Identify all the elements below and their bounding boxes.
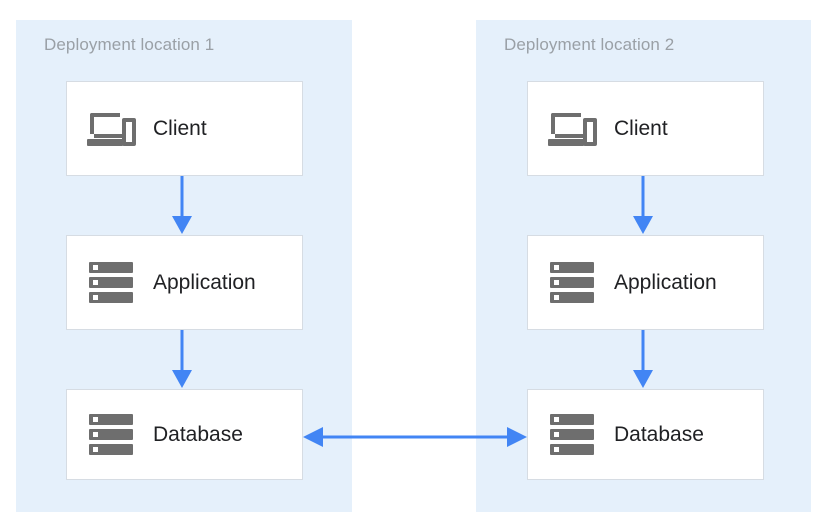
- client-node-label: Client: [614, 116, 668, 140]
- arrow-database-to-database-replication: [303, 425, 527, 449]
- client-node-location-1[interactable]: Client: [66, 81, 303, 176]
- server-icon: [89, 412, 137, 458]
- arrow-application-to-database-location-2: [631, 330, 655, 389]
- laptop-base-shape: [548, 138, 584, 146]
- server-bar: [550, 413, 594, 425]
- server-bar: [89, 443, 133, 455]
- server-icon: [550, 260, 598, 306]
- laptop-screen-shape: [551, 112, 585, 138]
- application-node-label: Application: [153, 270, 256, 294]
- arrow-client-to-application-location-1: [170, 176, 194, 235]
- server-bar: [89, 276, 133, 288]
- database-node-label: Database: [614, 422, 704, 446]
- server-bar: [550, 291, 594, 303]
- laptop-screen-shape: [90, 112, 124, 138]
- application-node-location-2[interactable]: Application: [527, 235, 764, 330]
- server-bar: [550, 261, 594, 273]
- server-bar: [89, 413, 133, 425]
- application-node-label: Application: [614, 270, 717, 294]
- application-node-location-1[interactable]: Application: [66, 235, 303, 330]
- laptop-base-shape: [87, 138, 123, 146]
- server-bar: [89, 428, 133, 440]
- phone-shape: [583, 117, 597, 146]
- database-node-location-1[interactable]: Database: [66, 389, 303, 480]
- server-bar: [89, 261, 133, 273]
- devices-icon: [548, 109, 598, 149]
- server-bar: [550, 428, 594, 440]
- phone-shape: [122, 117, 136, 146]
- server-bar: [550, 276, 594, 288]
- arrow-client-to-application-location-2: [631, 176, 655, 235]
- server-icon: [89, 260, 137, 306]
- arrow-application-to-database-location-1: [170, 330, 194, 389]
- database-node-label: Database: [153, 422, 243, 446]
- deployment-location-1-label: Deployment location 1: [44, 35, 215, 54]
- deployment-location-2-label: Deployment location 2: [504, 35, 675, 54]
- server-icon: [550, 412, 598, 458]
- server-bar: [89, 291, 133, 303]
- client-node-location-2[interactable]: Client: [527, 81, 764, 176]
- database-node-location-2[interactable]: Database: [527, 389, 764, 480]
- server-bar: [550, 443, 594, 455]
- client-node-label: Client: [153, 116, 207, 140]
- devices-icon: [87, 109, 137, 149]
